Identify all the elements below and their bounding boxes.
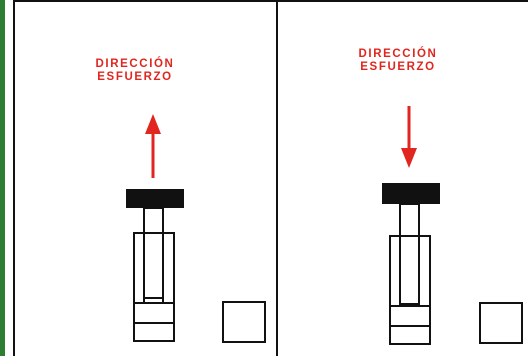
panel-divider bbox=[276, 0, 278, 356]
cylinder-cap bbox=[382, 183, 440, 204]
piston-rod bbox=[143, 207, 164, 299]
label-line-2: ESFUERZO bbox=[97, 71, 173, 83]
panel-force-down: DIRECCIÓN ESFUERZO bbox=[278, 0, 528, 356]
cylinder-up-drawing bbox=[126, 114, 184, 342]
cylinder-base bbox=[133, 302, 175, 324]
arrow-up-icon bbox=[145, 114, 161, 178]
label-line-1: DIRECCIÓN bbox=[95, 58, 175, 70]
label-line-1: DIRECCIÓN bbox=[358, 48, 438, 60]
direction-label: DIRECCIÓN ESFUERZO bbox=[338, 48, 458, 74]
arrow-down-icon bbox=[401, 106, 417, 168]
piston-rod bbox=[399, 203, 420, 305]
answer-checkbox[interactable] bbox=[222, 301, 266, 343]
cylinder-down-drawing bbox=[382, 106, 440, 345]
grid-border bbox=[13, 0, 528, 356]
answer-checkbox[interactable] bbox=[479, 302, 523, 344]
cylinder-base bbox=[389, 305, 431, 327]
direction-label: DIRECCIÓN ESFUERZO bbox=[85, 58, 185, 84]
panel-force-up: DIRECCIÓN ESFUERZO bbox=[15, 0, 276, 356]
label-line-2: ESFUERZO bbox=[360, 61, 436, 73]
cylinder-cap bbox=[126, 189, 184, 208]
